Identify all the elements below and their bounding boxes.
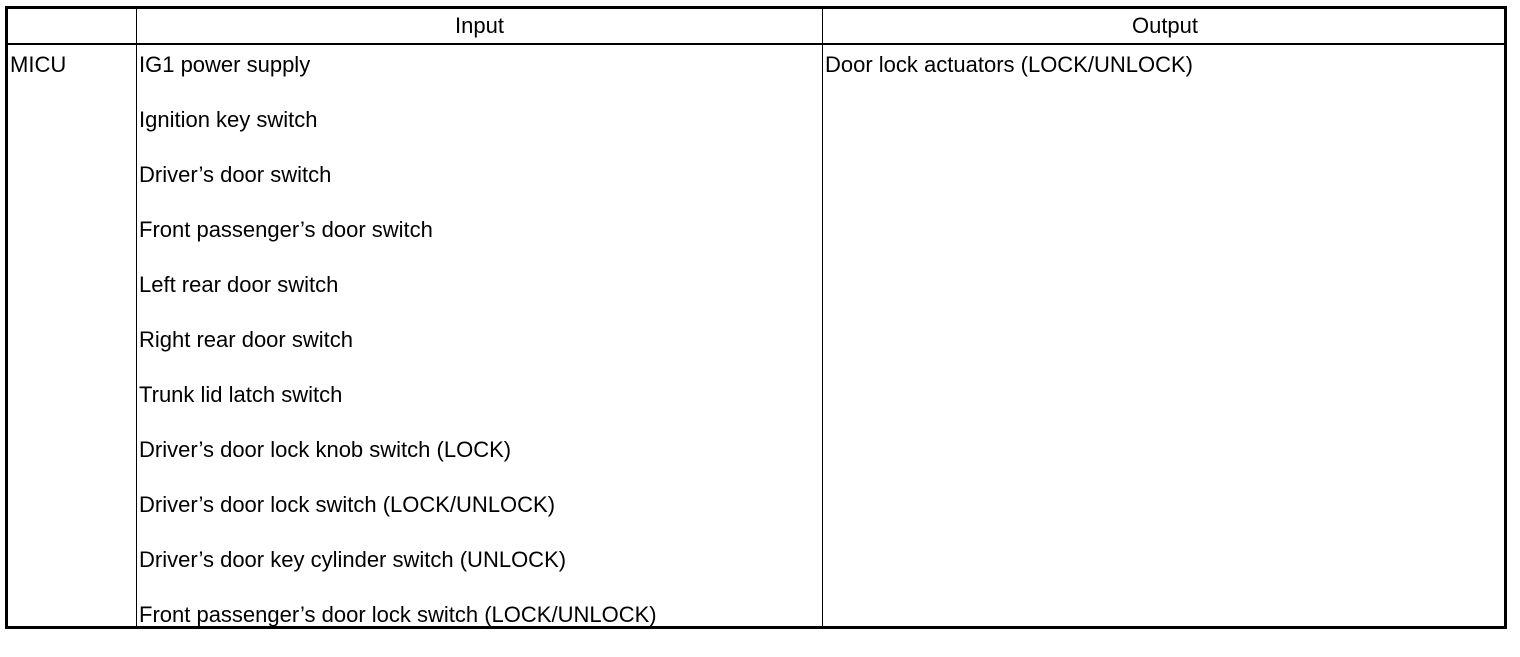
output-column-header: Output [1131, 13, 1199, 38]
input-list: IG1 power supply Ignition key switch Dri… [139, 52, 657, 657]
input-output-table: Input Output MICU IG1 power supply Ignit… [5, 6, 1507, 629]
input-item: Ignition key switch [139, 107, 318, 132]
input-item: Front passenger’s door lock switch (LOCK… [139, 602, 657, 627]
input-item: Front passenger’s door switch [139, 217, 433, 242]
input-item: IG1 power supply [139, 52, 311, 77]
input-item: Driver’s door lock knob switch (LOCK) [139, 437, 512, 462]
input-item: Left rear door switch [139, 272, 339, 297]
header-divider [8, 43, 1504, 45]
output-cell: Door lock actuators (LOCK/UNLOCK) [825, 52, 1193, 77]
input-column-header: Input [455, 13, 504, 38]
input-item: Trunk lid latch switch [139, 382, 343, 407]
input-item: Driver’s door switch [139, 162, 332, 187]
input-item: Right rear door switch [139, 327, 353, 352]
input-item: Driver’s door lock switch (LOCK/UNLOCK) [139, 492, 556, 517]
unit-cell: MICU [10, 52, 67, 77]
input-item: Driver’s door key cylinder switch (UNLOC… [139, 547, 567, 572]
column-divider [136, 9, 137, 626]
column-divider [822, 9, 823, 626]
